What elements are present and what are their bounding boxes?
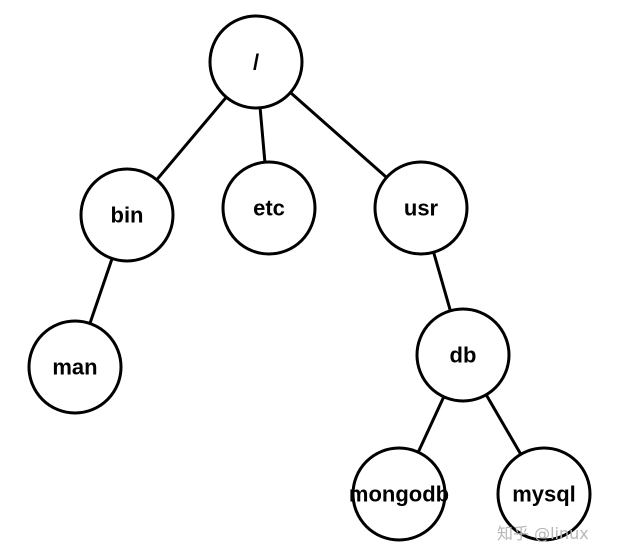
node-usr: usr (373, 160, 469, 256)
node-bin-circle (79, 167, 175, 263)
node-root-label: / (253, 50, 259, 75)
edge-root-usr (288, 91, 389, 179)
node-etc-circle (221, 160, 317, 256)
node-root-circle (208, 14, 304, 110)
edge-root-etc (258, 106, 267, 164)
node-usr-label: usr (404, 196, 439, 221)
node-mongodb-circle (351, 446, 447, 542)
node-bin: bin (79, 167, 175, 263)
edge-usr-db (432, 250, 452, 313)
node-mysql-circle (496, 446, 592, 542)
edge-bin-man (88, 257, 114, 325)
node-man-label: man (52, 355, 97, 380)
node-bin-label: bin (111, 203, 144, 228)
node-mysql: mysql (496, 446, 592, 542)
node-etc: etc (221, 160, 317, 256)
node-mysql-label: mysql (512, 482, 576, 507)
node-mongodb: mongodb (349, 446, 449, 542)
node-etc-label: etc (253, 196, 285, 221)
node-db-label: db (450, 343, 477, 368)
nodes-layer: / bin etc usr man db mongodb mysql (27, 14, 592, 542)
watermark: 知乎 @linux (497, 524, 589, 543)
edge-db-mongodb (416, 395, 446, 454)
node-usr-circle (373, 160, 469, 256)
node-root: / (208, 14, 304, 110)
node-man-circle (27, 319, 123, 415)
edge-root-bin (155, 95, 228, 182)
node-mongodb-label: mongodb (349, 482, 449, 507)
node-db: db (415, 307, 511, 403)
edges-layer (88, 91, 523, 456)
node-man: man (27, 319, 123, 415)
edge-db-mysql (484, 393, 523, 456)
node-db-circle (415, 307, 511, 403)
